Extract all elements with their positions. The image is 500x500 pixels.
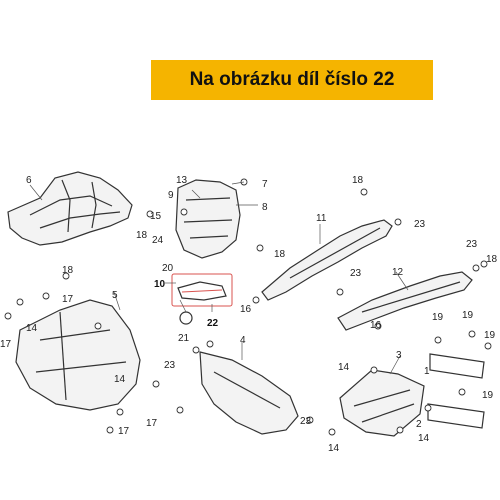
- callout-3: 3: [396, 350, 402, 361]
- callout-21: 21: [178, 333, 190, 344]
- part-12-side-rail-lower: [337, 271, 473, 331]
- callout-17-b: 17: [0, 339, 12, 350]
- callout-6: 6: [26, 175, 32, 186]
- callout-17-c: 17: [118, 426, 130, 437]
- part-11-side-rail: [261, 219, 393, 301]
- callout-11: 11: [316, 213, 327, 224]
- callout-13: 13: [176, 175, 188, 186]
- part-number-banner: Na obrázku díl číslo 22: [151, 60, 433, 100]
- banner-text: Na obrázku díl číslo 22: [189, 69, 395, 90]
- callout-1: 1: [424, 366, 430, 377]
- callout-23-b: 23: [350, 268, 362, 279]
- callout-4: 4: [240, 335, 246, 346]
- callout-14-c: 14: [418, 433, 430, 444]
- callout-16-b: 16: [370, 320, 382, 331]
- part-1-bracket: [429, 353, 485, 379]
- callout-labels: 6 13 7 8 9 15 18 24 20 10 21 22 18 11 23…: [0, 175, 498, 454]
- callout-18-a: 18: [136, 230, 148, 241]
- callout-23-c: 23: [466, 239, 478, 250]
- callout-16-a: 16: [240, 304, 252, 315]
- callout-14-b: 14: [328, 443, 340, 454]
- part-2-bracket: [427, 403, 485, 429]
- part-3-bottom-tray: [339, 369, 425, 437]
- callout-15: 15: [150, 211, 162, 222]
- callout-22: 22: [207, 318, 219, 329]
- part-5-floor-panel: [15, 299, 141, 411]
- callout-18-e: 18: [62, 265, 74, 276]
- callout-19-b: 19: [462, 310, 474, 321]
- callout-17-a: 17: [62, 294, 74, 305]
- callout-24: 24: [152, 235, 164, 246]
- callout-14-e: 14: [114, 374, 126, 385]
- callout-9: 9: [168, 190, 174, 201]
- callout-23-a: 23: [414, 219, 426, 230]
- callout-8: 8: [262, 202, 268, 213]
- part-8-front-cover: [175, 179, 241, 259]
- callout-12: 12: [392, 267, 404, 278]
- leader-lines: [29, 181, 409, 375]
- callout-23-e: 23: [164, 360, 176, 371]
- callout-18-c: 18: [274, 249, 286, 260]
- callout-19-c: 19: [484, 330, 496, 341]
- callout-5: 5: [112, 290, 118, 301]
- part-6-frame: [7, 171, 133, 246]
- fasteners: [4, 178, 492, 436]
- callout-14-d: 14: [26, 323, 38, 334]
- callout-14-a: 14: [338, 362, 350, 373]
- part-22-highlight-group: [171, 273, 233, 325]
- callout-18-d: 18: [486, 254, 498, 265]
- callout-19-d: 19: [482, 390, 494, 401]
- callout-2: 2: [416, 419, 422, 430]
- callout-18-b: 18: [352, 175, 364, 186]
- callout-7: 7: [262, 179, 268, 190]
- callout-19-a: 19: [432, 312, 444, 323]
- callout-17-d: 17: [146, 418, 158, 429]
- part-4-lower-cover: [199, 351, 299, 435]
- callout-20: 20: [162, 263, 174, 274]
- callout-10: 10: [154, 279, 166, 290]
- callout-23-d: 23: [300, 416, 312, 427]
